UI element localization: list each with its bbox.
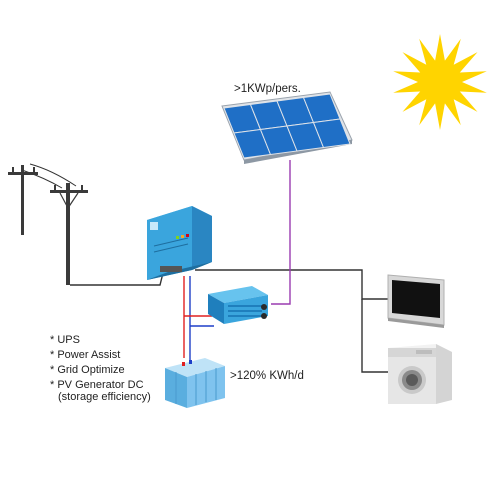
battery-bank-icon: [165, 358, 225, 408]
washing-machine-icon: [388, 344, 452, 404]
wiring: [21, 160, 388, 373]
inverter-charger-icon: [147, 206, 212, 280]
television-icon: [387, 274, 445, 328]
solar-panel-icon: [221, 91, 353, 164]
ac-output-wire: [361, 299, 388, 373]
feature-item: * UPS: [50, 334, 80, 346]
feature-item: (storage efficiency): [58, 391, 151, 403]
feature-item: * PV Generator DC: [50, 379, 144, 391]
mppt-controller-icon: [208, 286, 268, 324]
solar-cell: [312, 118, 351, 149]
pv-wire: [271, 160, 291, 305]
sun-icon: [393, 34, 487, 130]
panel-rating-label: >1KWp/pers.: [234, 83, 301, 95]
feature-item: * Power Assist: [50, 349, 121, 361]
overhead-line: [29, 163, 77, 187]
grid-wire: [70, 272, 164, 286]
battery-rating-label: >120% KWh/d: [230, 370, 304, 382]
ac-output-wire: [195, 269, 388, 300]
power-pole-icon: [8, 165, 88, 285]
feature-list: * UPS * Power Assist * Grid Optimize * P…: [50, 333, 151, 405]
overhead-line: [21, 169, 63, 189]
feature-item: * Grid Optimize: [50, 364, 125, 376]
